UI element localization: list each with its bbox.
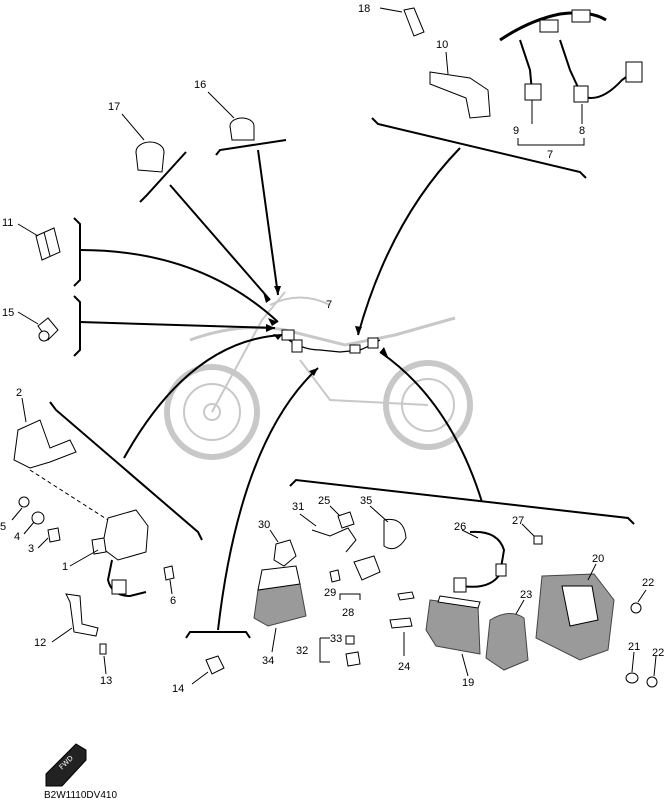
diagram-code: B2W1110DV410 (44, 790, 117, 800)
callout-10: 10 (436, 39, 448, 51)
leader-lines (79, 147, 483, 631)
part-19 (425, 595, 481, 677)
sub-harness-7 (499, 9, 643, 124)
part-11 (17, 223, 61, 261)
callout-17: 17 (108, 101, 120, 113)
callout-31: 31 (292, 501, 304, 513)
callout-24: 24 (398, 661, 410, 673)
callout-5: 5 (0, 521, 6, 533)
callout-33: 33 (330, 633, 342, 645)
part-31-25-35-29-28 (299, 505, 407, 583)
callout-35: 35 (360, 495, 372, 507)
callout-15: 15 (2, 307, 14, 319)
part-14 (191, 655, 225, 685)
part-30 (269, 529, 297, 567)
callout-6: 6 (170, 595, 176, 607)
part-18 (379, 7, 425, 37)
part-23 (485, 599, 529, 671)
callout-18: 18 (358, 3, 370, 15)
part-17 (121, 113, 165, 173)
part-24 (389, 591, 415, 656)
part-12-13 (51, 593, 107, 675)
group-brackets (49, 117, 635, 663)
callout-16: 16 (194, 79, 206, 91)
part-34 (253, 565, 307, 653)
callout-9: 9 (513, 125, 519, 137)
callout-11: 11 (2, 217, 13, 229)
callout-20: 20 (592, 553, 604, 565)
callout-4: 4 (14, 531, 20, 543)
callout-1: 1 (62, 561, 68, 573)
callout-labels: 18 10 9 8 7 16 17 11 15 7 2 5 4 3 1 6 12… (0, 3, 664, 695)
callout-26: 26 (454, 521, 466, 533)
callout-14: 14 (172, 683, 184, 695)
callout-8: 8 (579, 125, 585, 137)
callout-30: 30 (258, 519, 270, 531)
callout-7-main: 7 (326, 299, 332, 311)
callout-23: 23 (520, 589, 532, 601)
arrow-heads (263, 286, 388, 376)
callout-3: 3 (28, 543, 34, 555)
callout-25: 25 (318, 495, 330, 507)
parts-3-4-5 (11, 496, 61, 549)
front-direction-arrow-icon: FWD (45, 743, 87, 787)
callout-32: 32 (296, 645, 308, 657)
callout-34: 34 (262, 655, 274, 667)
callout-12: 12 (34, 637, 46, 649)
part-27 (521, 523, 543, 545)
callout-13: 13 (100, 675, 112, 687)
part-26 (453, 529, 507, 593)
part-2 (13, 397, 109, 521)
part-16 (207, 91, 255, 141)
part-15 (17, 311, 59, 342)
callout-29: 29 (324, 587, 336, 599)
part-6 (163, 565, 175, 595)
motorcycle-silhouette (164, 291, 473, 460)
callout-2: 2 (16, 387, 22, 399)
callout-28: 28 (342, 607, 354, 619)
part-32-33 (345, 635, 361, 667)
callout-27: 27 (512, 515, 524, 527)
part-10 (429, 51, 491, 119)
callout-21: 21 (628, 641, 640, 653)
part-20 (535, 563, 615, 661)
part-1 (69, 509, 149, 598)
callout-7-subharness: 7 (547, 149, 553, 161)
parts-21-22 (625, 589, 658, 688)
main-harness-center (281, 329, 381, 354)
callout-19: 19 (462, 677, 474, 689)
callout-22-upper: 22 (642, 577, 654, 589)
callout-22-lower: 22 (652, 647, 664, 659)
